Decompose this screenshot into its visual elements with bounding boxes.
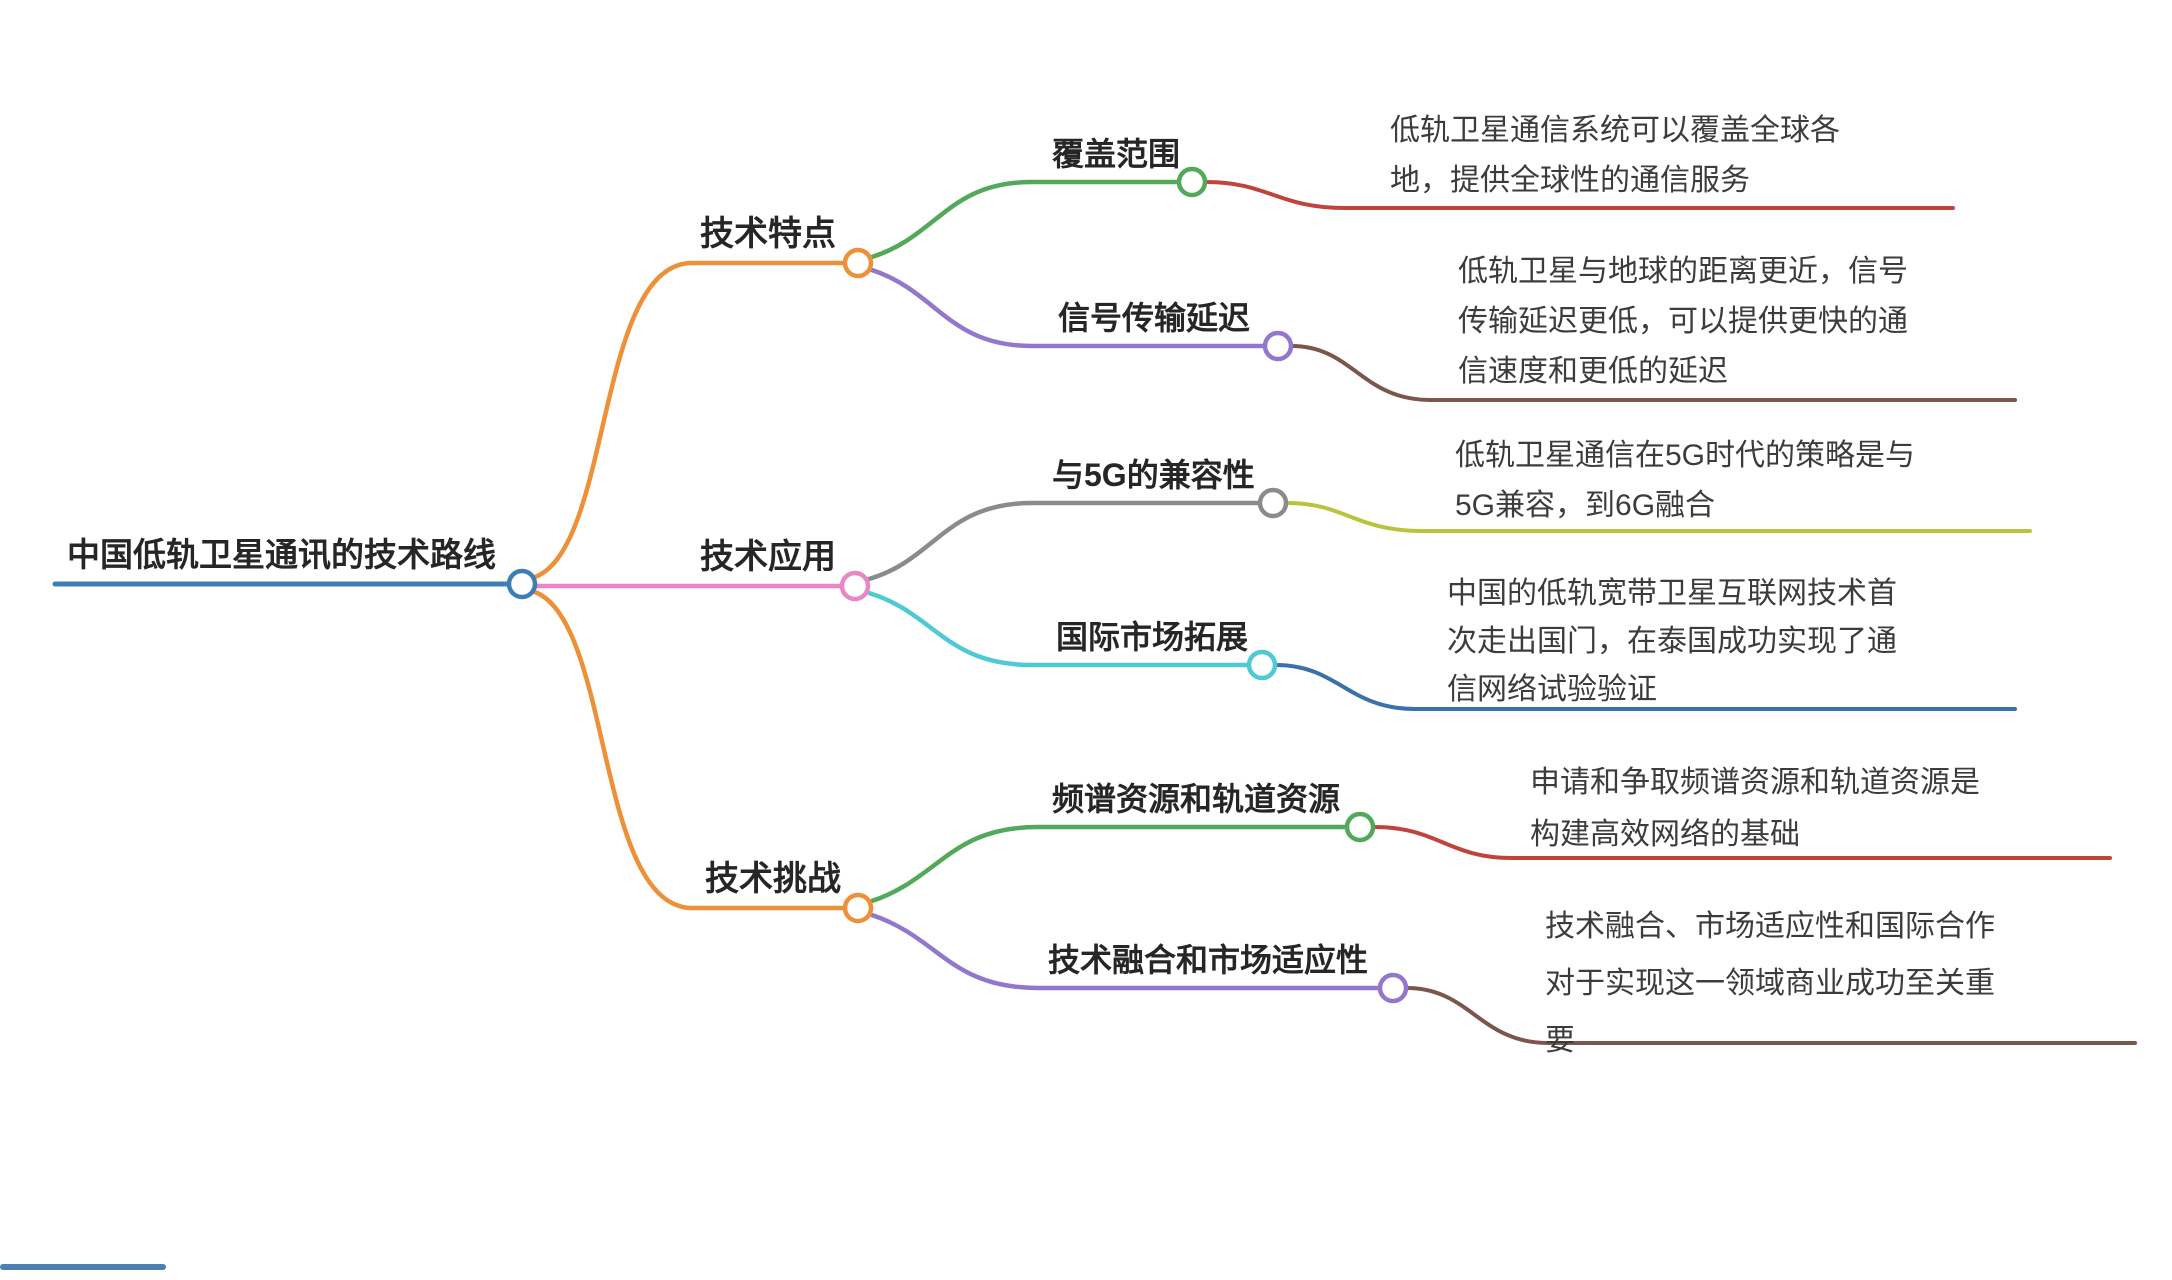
note-line: 次走出国门，在泰国成功实现了通 — [1447, 625, 1897, 658]
node-circle-spectrum-orbit-resources[interactable] — [1344, 811, 1376, 843]
note-connector-coverage — [1204, 180, 1955, 210]
note-line: 低轨卫星通信在5G时代的策略是与 — [1455, 439, 1916, 472]
node-circle-coverage[interactable] — [1176, 166, 1208, 198]
note-line: 低轨卫星通信系统可以覆盖全球各 — [1390, 114, 1840, 147]
leaf-label-international-market[interactable]: 国际市场拓展 — [1056, 619, 1249, 655]
note-line: 低轨卫星与地球的距离更近，信号 — [1458, 255, 1908, 288]
branch-connector-tech-challenges — [532, 589, 847, 911]
node-circle-5g-compatibility[interactable] — [1257, 487, 1289, 519]
note-line: 技术融合、市场适应性和国际合作 — [1545, 910, 1995, 943]
node-circle-tech-challenges[interactable] — [842, 892, 874, 924]
note-international-market[interactable]: 中国的低轨宽带卫星互联网技术首 次走出国门，在泰国成功实现了通 信网络试验验证 — [1447, 570, 1897, 714]
branch-label-tech-challenges[interactable]: 技术挑战 — [705, 860, 841, 898]
node-circle-root[interactable] — [506, 568, 538, 600]
leaf-connector-international-market — [866, 590, 1251, 668]
leaf-connector-tech-integration — [869, 912, 1382, 991]
node-circle-tech-applications[interactable] — [839, 570, 871, 602]
note-signal-delay[interactable]: 低轨卫星与地球的距离更近，信号 传输延迟更低，可以提供更快的通 信速度和更低的延… — [1458, 247, 1908, 397]
note-line: 中国的低轨宽带卫星互联网技术首 — [1447, 577, 1897, 610]
note-line: 对于实现这一领域商业成功至关重 — [1545, 967, 1995, 1000]
node-circle-international-market[interactable] — [1246, 649, 1278, 681]
note-line: 5G兼容，到6G融合 — [1455, 489, 1716, 522]
note-tech-integration[interactable]: 技术融合、市场适应性和国际合作 对于实现这一领域商业成功至关重 要 — [1545, 898, 1995, 1069]
branch-label-tech-applications[interactable]: 技术应用 — [700, 538, 836, 576]
node-circle-tech-integration[interactable] — [1377, 972, 1409, 1004]
leaf-label-tech-integration[interactable]: 技术融合和市场适应性 — [1048, 942, 1369, 978]
branch-connector-tech-features — [532, 260, 847, 580]
leaf-label-coverage[interactable]: 覆盖范围 — [1052, 136, 1181, 172]
leaf-connector-signal-delay — [869, 267, 1267, 349]
note-line: 传输延迟更低，可以提供更快的通 — [1458, 305, 1908, 338]
note-5g-compatibility[interactable]: 低轨卫星通信在5G时代的策略是与 5G兼容，到6G融合 — [1455, 431, 1915, 531]
note-connector-tech-integration — [1405, 986, 2137, 1045]
note-line: 构建高效网络的基础 — [1530, 818, 1800, 851]
leaf-label-5g-compatibility[interactable]: 与5G的兼容性 — [1052, 457, 1255, 493]
note-line: 信网络试验验证 — [1447, 673, 1657, 706]
root-node-label[interactable]: 中国低轨卫星通讯的技术路线 — [67, 536, 496, 573]
note-connector-5g-compatibility — [1285, 501, 2032, 533]
leaf-connector-5g-compatibility — [866, 500, 1262, 582]
branch-label-tech-features[interactable]: 技术特点 — [700, 215, 836, 253]
horizontal-scrollbar[interactable] — [0, 1264, 166, 1270]
note-line: 信速度和更低的延迟 — [1458, 355, 1728, 388]
leaf-connector-spectrum-orbit-resources — [869, 824, 1349, 904]
note-line: 地，提供全球性的通信服务 — [1390, 164, 1750, 197]
node-circle-signal-delay[interactable] — [1262, 330, 1294, 362]
note-spectrum-orbit-resources[interactable]: 申请和争取频谱资源和轨道资源是 构建高效网络的基础 — [1530, 757, 1980, 861]
node-circle-tech-features[interactable] — [842, 247, 874, 279]
leaf-label-signal-delay[interactable]: 信号传输延迟 — [1058, 300, 1251, 336]
note-coverage[interactable]: 低轨卫星通信系统可以覆盖全球各 地，提供全球性的通信服务 — [1390, 106, 1840, 206]
leaf-label-spectrum-orbit-resources[interactable]: 频谱资源和轨道资源 — [1052, 781, 1341, 817]
note-line: 申请和争取频谱资源和轨道资源是 — [1530, 766, 1980, 799]
note-connector-spectrum-orbit-resources — [1372, 825, 2112, 860]
note-connector-international-market — [1274, 663, 2017, 711]
note-connector-signal-delay — [1290, 344, 2017, 402]
leaf-connector-coverage — [869, 179, 1181, 260]
note-line: 要 — [1545, 1024, 1575, 1057]
